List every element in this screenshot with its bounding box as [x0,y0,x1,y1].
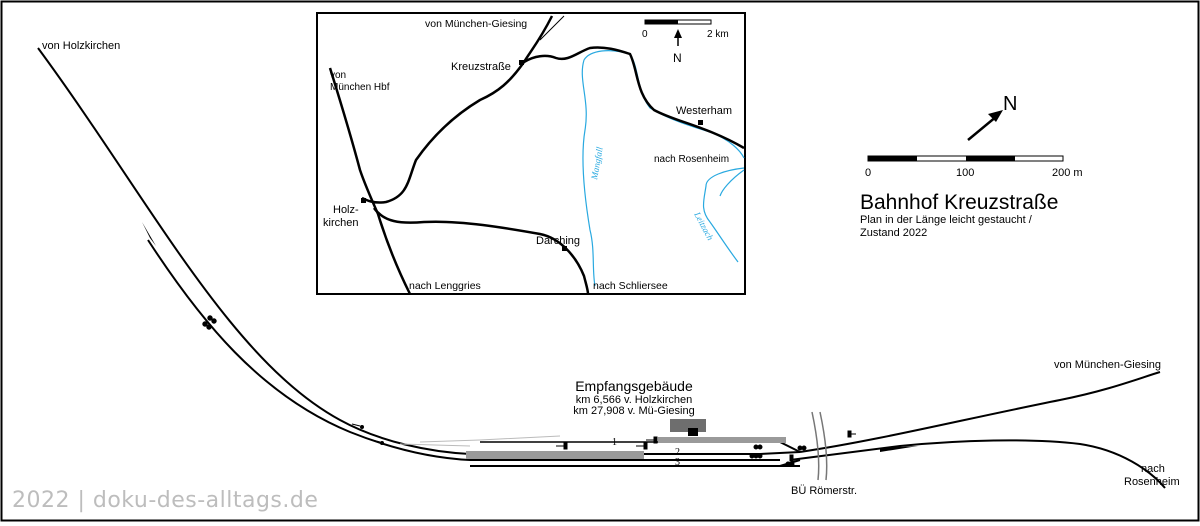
track-number-3: 3 [675,457,680,468]
plan-subtitle-1: Plan in der Länge leicht gestaucht / [860,214,1033,226]
scale-bar-inset: 0 2 km [642,19,729,40]
inset-railways [328,15,745,295]
inset-kreuzstrasse-branch [539,15,565,41]
track-holzkirchen-outer [37,47,801,455]
inset-label-von-muenchen-giesing: von München-Giesing [425,18,527,30]
track-junction [779,441,801,467]
scale-bar-main: 0 100 200 m [865,155,1083,179]
station-building-annex [688,428,698,436]
scale-inset-2: 2 km [707,29,729,40]
building-title: Empfangsgebäude [575,378,693,394]
crossing-label: BÜ Römerstr. [791,485,857,497]
north-label-inset: N [673,51,682,65]
north-arrow-inset: N [673,29,682,65]
scale-inset-0: 0 [642,29,648,40]
switch-wedge-holzkirchen [142,222,156,246]
inset-label-darching: Darching [536,235,580,247]
building-km-holzkirchen: km 6,566 v. Holzkirchen [576,394,693,406]
inset-label-holzkirchen-1: Holz- [333,204,359,216]
north-label-main: N [1003,93,1017,115]
platform-1 [658,437,786,443]
marker-darching [562,246,567,251]
marker-holzkirchen [361,198,366,203]
label-nach-rosenheim-1: nach [1141,463,1165,475]
north-arrow-main: N [967,93,1017,141]
inset-map: 0 2 km N von München-Giesing Kreuzstraße… [316,12,746,295]
track-to-rosenheim [789,439,1166,489]
track-plan [37,47,1166,489]
label-nach-rosenheim-2: Rosenheim [1124,476,1180,488]
track-number-2: 2 [675,447,680,458]
inset-label-westerham: Westerham [676,105,732,117]
label-von-holzkirchen: von Holzkirchen [42,40,120,52]
track-to-giesing [799,371,1161,453]
river-leitzach [702,167,745,263]
scale-main-100: 100 [956,167,974,179]
inset-label-nach-lenggries: nach Lenggries [409,280,481,292]
plan-subtitle-2: Zustand 2022 [860,227,927,239]
inset-label-nach-rosenheim: nach Rosenheim [654,154,729,165]
inset-label-nach-schliersee: nach Schliersee [593,280,668,292]
inset-label-von-muenchen-hbf-1: von [330,70,346,81]
marker-westerham [698,120,703,125]
platform-2-3 [466,451,644,459]
track-number-1: 1 [612,437,617,448]
building-km-giesing: km 27,908 v. Mü-Giesing [573,405,694,417]
plan-title: Bahnhof Kreuzstraße [860,191,1058,214]
scale-main-0: 0 [865,167,871,179]
track-holzkirchen-inner [147,239,780,461]
inset-label-von-muenchen-hbf-2: München Hbf [330,82,390,93]
sidings [399,435,561,447]
signals [202,315,856,467]
scale-main-200: 200 m [1052,167,1083,179]
inset-label-holzkirchen-2: kirchen [323,217,358,229]
river-mangfall [581,50,631,287]
level-crossing [811,411,828,481]
inset-label-kreuzstrasse: Kreuzstraße [451,61,511,73]
watermark: 2022 | doku-des-alltags.de [12,488,319,513]
label-von-muenchen-giesing: von München-Giesing [1054,359,1161,371]
switch-wedge-rosenheim [880,446,918,452]
marker-kreuzstrasse [519,60,524,65]
